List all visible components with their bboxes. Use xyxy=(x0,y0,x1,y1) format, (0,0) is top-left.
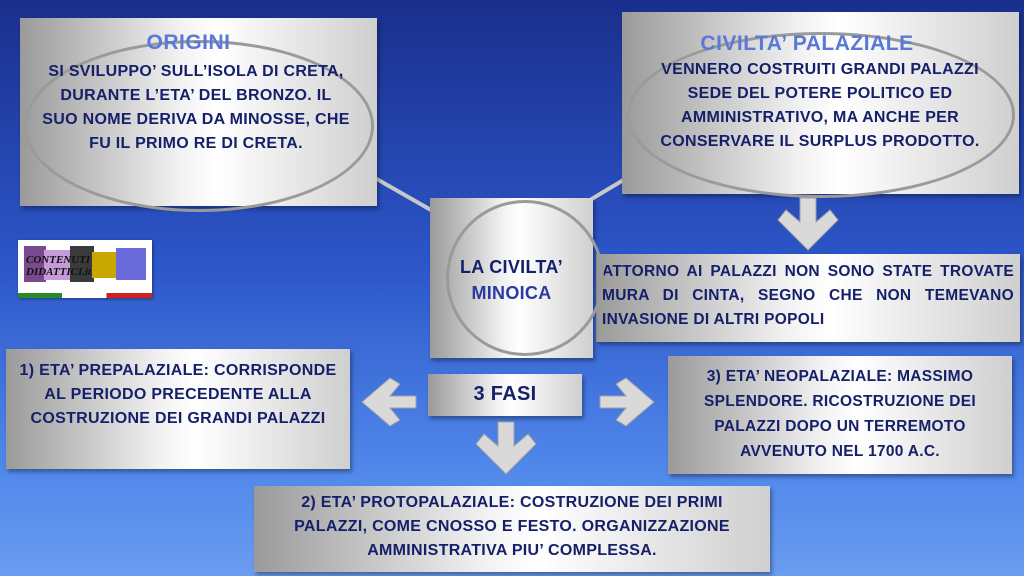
arrow-down-palatial xyxy=(777,197,839,251)
center-ellipse xyxy=(446,200,604,356)
palatial-text: VENNERO COSTRUITI GRANDI PALAZZI SEDE DE… xyxy=(660,61,980,150)
center-line1: LA CIVILTA’ xyxy=(460,257,563,277)
palatial-box: CIVILTA’ PALAZIALE VENNERO COSTRUITI GRA… xyxy=(622,12,1019,198)
phase2-text: 2) ETA’ PROTOPALAZIALE: COSTRUZIONE DEI … xyxy=(294,494,730,559)
center-box: LA CIVILTA’ MINOICA xyxy=(430,198,604,358)
origins-ellipse xyxy=(24,40,374,212)
arrow-left-phase1 xyxy=(361,377,417,427)
phase1-text: 1) ETA’ PREPALAZIALE: CORRISPONDE AL PER… xyxy=(19,362,337,427)
center-title: LA CIVILTA’ MINOICA xyxy=(430,254,593,306)
phase3-box: 3) ETA’ NEOPALAZIALE: MASSIMO SPLENDORE.… xyxy=(668,356,1012,474)
phases-label-box: 3 FASI xyxy=(428,374,582,416)
center-line2: MINOICA xyxy=(471,283,552,303)
walls-text: ATTORNO AI PALAZZI NON SONO STATE TROVAT… xyxy=(602,263,1014,328)
logo: CONTENUTI DIDATTICI.it xyxy=(18,240,152,298)
arrow-down-phase2 xyxy=(475,421,537,475)
phase2-box: 2) ETA’ PROTOPALAZIALE: COSTRUZIONE DEI … xyxy=(254,486,770,572)
logo-blocks xyxy=(24,246,146,282)
origins-title: ORIGINI xyxy=(146,31,231,54)
arrow-right-phase3 xyxy=(599,377,655,427)
palatial-title: CIVILTA’ PALAZIALE xyxy=(700,32,914,55)
phases-label: 3 FASI xyxy=(473,383,537,405)
phase1-box: 1) ETA’ PREPALAZIALE: CORRISPONDE AL PER… xyxy=(6,349,350,469)
logo-text: CONTENUTI DIDATTICI.it xyxy=(26,254,92,278)
walls-box: ATTORNO AI PALAZZI NON SONO STATE TROVAT… xyxy=(596,254,1020,342)
palatial-ellipse xyxy=(627,32,1015,198)
origins-box: ORIGINI SI SVILUPPO’ SULL’ISOLA DI CRETA… xyxy=(20,18,377,212)
phase3-text: 3) ETA’ NEOPALAZIALE: MASSIMO SPLENDORE.… xyxy=(704,368,976,460)
logo-flag xyxy=(18,293,152,298)
origins-text: SI SVILUPPO’ SULL’ISOLA DI CRETA, DURANT… xyxy=(42,63,350,152)
